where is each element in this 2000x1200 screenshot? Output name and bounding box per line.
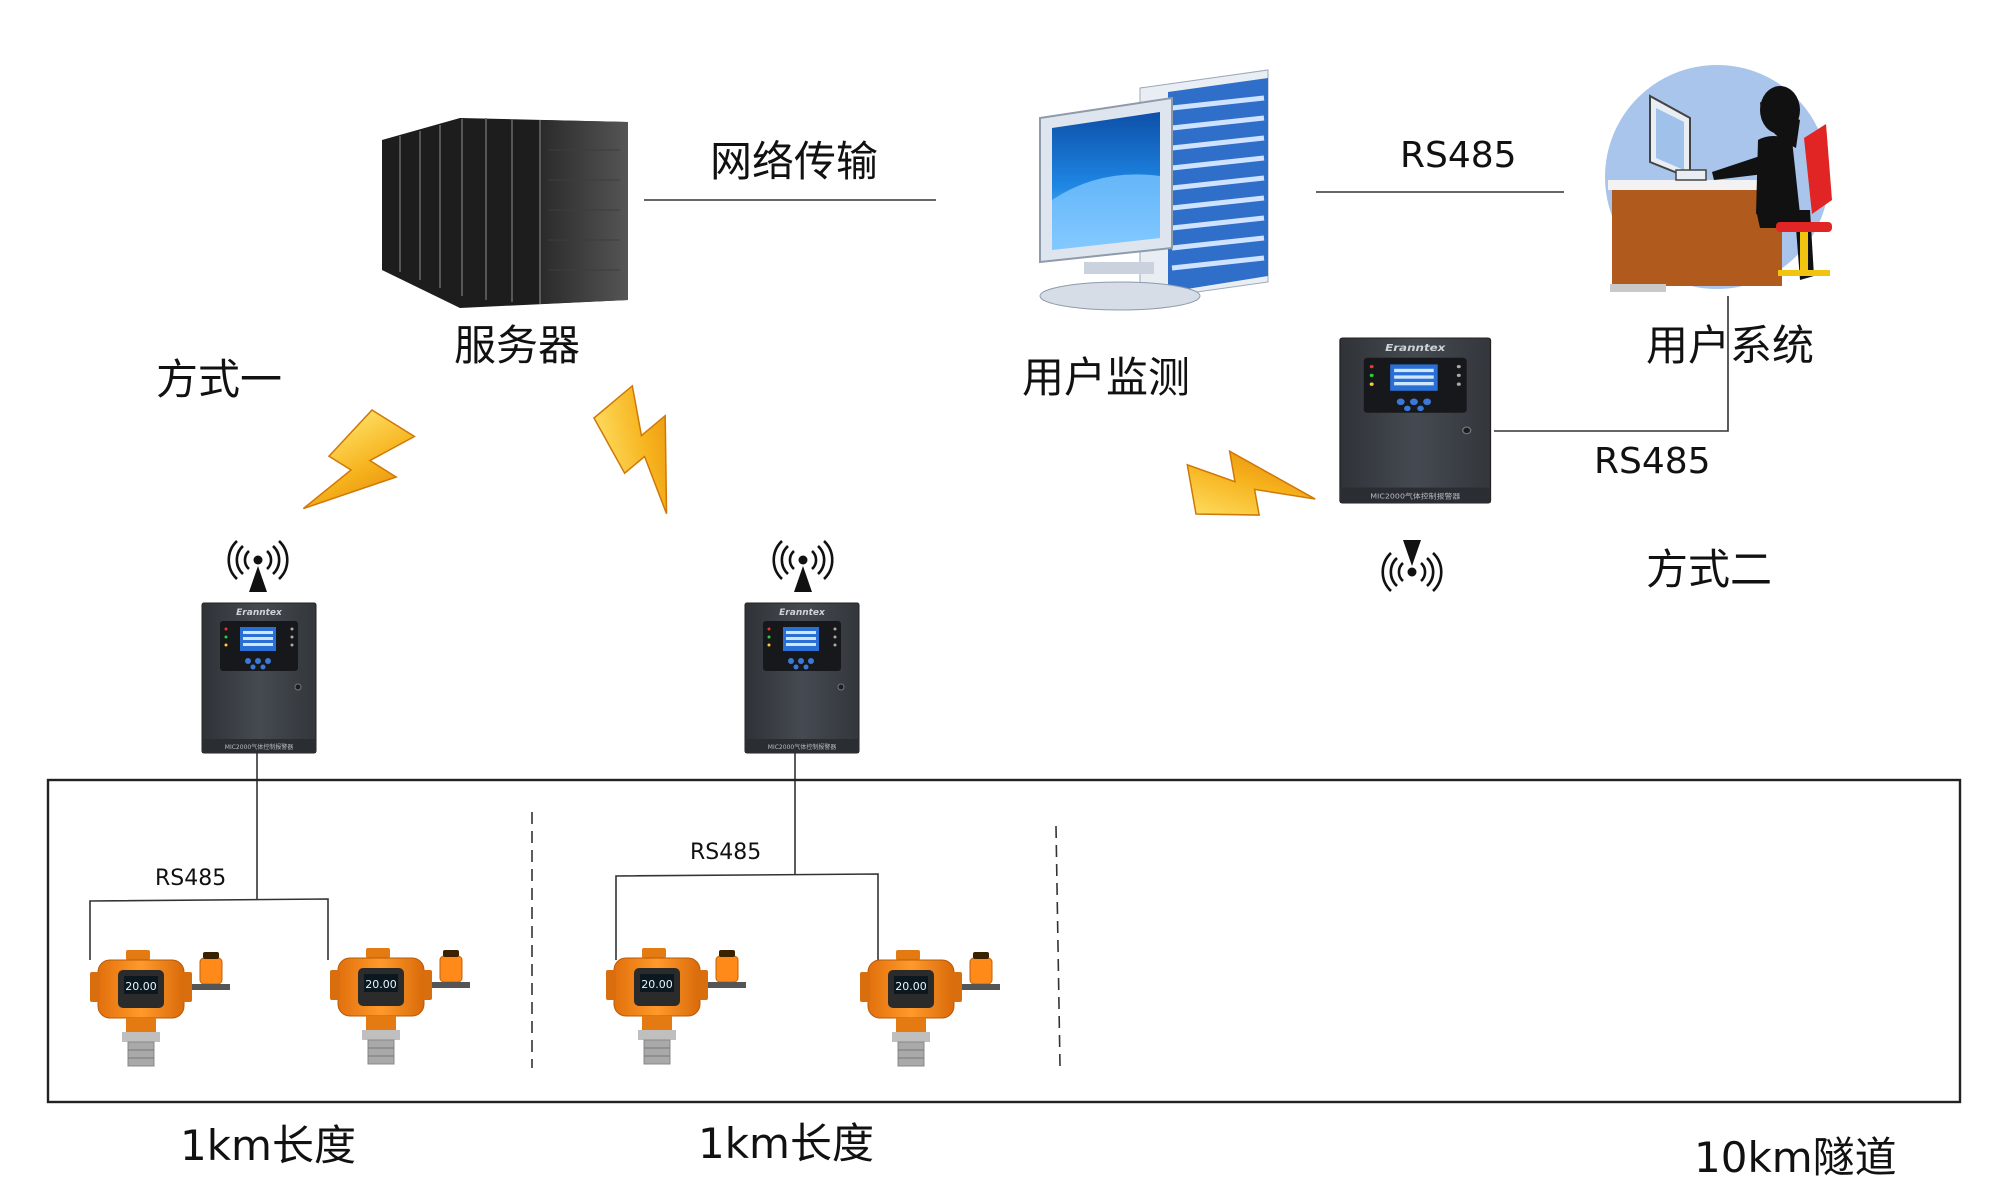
controller-cabinet-2	[744, 602, 860, 754]
tunnel-length-label: 10km隧道	[1694, 1133, 1897, 1182]
segment-length-label-2: 1km长度	[698, 1119, 874, 1168]
wireless-bolt-left	[297, 402, 421, 543]
segment-length-label-1: 1km长度	[180, 1121, 356, 1170]
connection-lines	[89, 191, 1729, 960]
controller-cabinet-1	[201, 602, 317, 754]
method-two-label: 方式二	[1646, 545, 1773, 594]
rs485-right-label: RS485	[1594, 441, 1711, 482]
rs485-top-label: RS485	[1400, 135, 1517, 176]
monitoring-computer-icon	[1039, 69, 1269, 311]
user-system-label: 用户系统	[1646, 321, 1815, 370]
method-one-label: 方式一	[156, 355, 283, 404]
tunnel-box	[46, 778, 1962, 1104]
gas-detector-2	[329, 947, 471, 1065]
gas-detector-1	[89, 949, 231, 1067]
wireless-bolt-right	[1185, 437, 1318, 527]
gas-detector-4	[859, 949, 1001, 1067]
segment-divider-2	[1055, 825, 1061, 1067]
antenna-icon-3	[1381, 538, 1443, 593]
user-monitoring-label: 用户监测	[1022, 353, 1191, 402]
antenna-icon-2	[772, 539, 834, 594]
controller-cabinet-3	[1339, 337, 1492, 504]
server-rack-icon	[382, 118, 628, 308]
wireless-bolt-middle	[584, 381, 715, 519]
server-label: 服务器	[454, 321, 581, 370]
rs485-middle-label: RS485	[690, 840, 762, 865]
rs485-left-label: RS485	[155, 866, 227, 891]
gas-detector-3	[605, 947, 747, 1065]
network-transfer-label: 网络传输	[710, 137, 879, 186]
antenna-icon-1	[227, 539, 289, 594]
user-system-icon	[1605, 65, 1832, 292]
